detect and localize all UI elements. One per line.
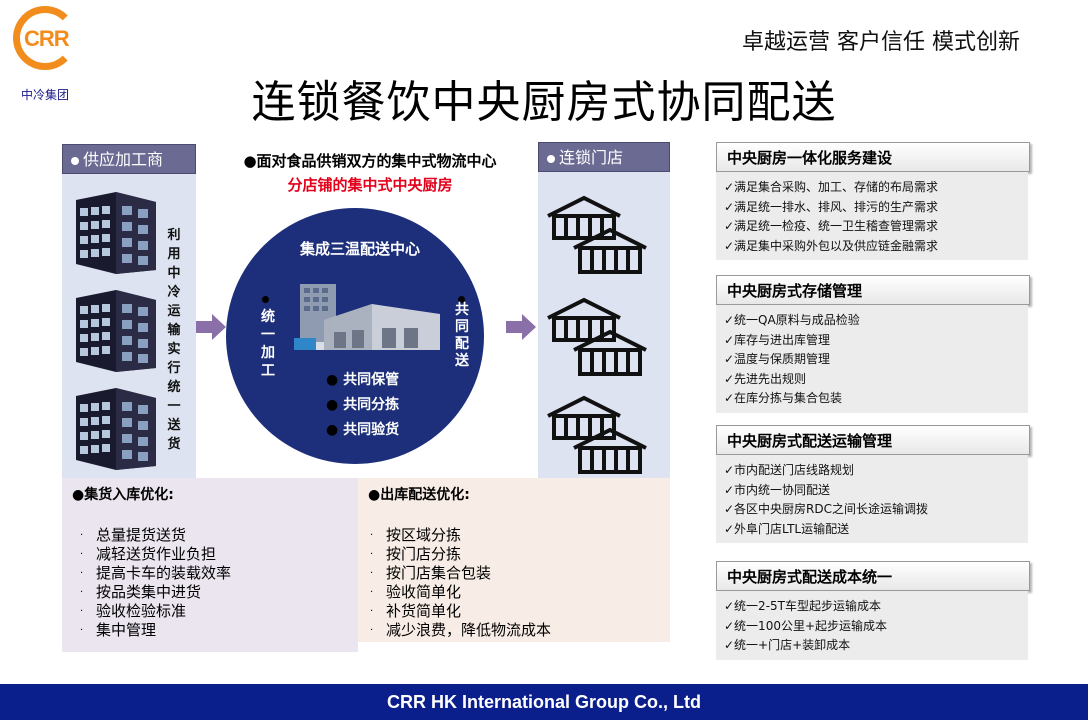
section-body: ✓统一QA原料与成品检验 ✓库存与进出库管理 ✓温度与保质期管理 ✓先进先出规则… — [716, 305, 1028, 413]
logo-letters: CRR — [24, 26, 70, 51]
list-item-label: 按门店分拣 — [386, 545, 462, 563]
page-title: 连锁餐饮中央厨房式协同配送 — [251, 77, 837, 128]
store-icon — [547, 297, 647, 376]
check-item: ✓满足集合采购、加工、存储的布局需求 — [724, 180, 939, 194]
check-item: ✓统一100公里+起步运输成本 — [724, 618, 888, 633]
inbound-title-text: 集货入库优化: — [84, 487, 174, 503]
check-item: ✓统一2-5T车型起步运输成本 — [724, 599, 881, 613]
check-item: ✓市内统一协同配送 — [724, 482, 831, 497]
store-icon — [547, 395, 647, 474]
slogan: 卓越运营 客户信任 模式创新 — [742, 30, 1020, 55]
outbound-optimization-panel: ●出库配送优化: ·按区域分拣 ·按门店分拣 ·按门店集合包装 ·验收简单化 ·… — [358, 478, 670, 642]
footer-company-name: CRR HK International Group Co., Ltd — [0, 684, 1088, 720]
list-item: ·提高卡车的装载效率 — [80, 564, 232, 582]
outbound-title-text: 出库配送优化: — [380, 487, 470, 503]
check-item: ✓库存与进出库管理 — [724, 332, 831, 347]
check-item: ✓先进先出规则 — [724, 371, 807, 386]
bullet-icon — [71, 156, 79, 165]
supplier-vertical-label: 利用中冷运输实行统一送货 — [167, 228, 181, 452]
right-circle-label: 共同配送 — [455, 302, 469, 369]
check-item: ✓市内配送门店线路规划 — [724, 463, 855, 477]
list-item: ·总量提货送货 — [80, 526, 187, 544]
section-title: 中央厨房式配送运输管理 — [716, 425, 1030, 455]
bullet-icon — [547, 154, 555, 163]
list-item-label: 集中管理 — [96, 621, 157, 639]
check-item: ✓外阜门店LTL运输配送 — [724, 521, 850, 536]
list-item-label: 按品类集中进货 — [96, 583, 202, 601]
service-item: ● 共同验货 — [326, 422, 400, 438]
list-item-label: 减轻送货作业负担 — [96, 545, 217, 563]
right-arrow-icon — [196, 314, 226, 340]
circle-title: 集成三温配送中心 — [300, 240, 421, 258]
factory-building-icon — [76, 388, 156, 470]
supplier-header-label: 供应加工商 — [83, 150, 164, 169]
list-item-label: 提高卡车的装载效率 — [96, 564, 232, 582]
list-item: ·验收简单化 — [370, 583, 462, 601]
check-item: ✓在库分拣与集合包装 — [724, 391, 843, 405]
list-item: ·减少浪费，降低物流成本 — [370, 621, 552, 639]
list-item: ·按门店分拣 — [370, 545, 462, 563]
right-arrow-icon — [506, 314, 536, 340]
list-item: ·按区域分拣 — [370, 526, 462, 544]
check-item: ✓满足统一排水、排风、排污的生产需求 — [724, 199, 939, 214]
list-item-label: 补货简单化 — [386, 602, 462, 620]
check-item: ✓统一QA原料与成品检验 — [724, 313, 860, 327]
section-body: ✓统一2-5T车型起步运输成本 ✓统一100公里+起步运输成本 ✓统一+门店+装… — [716, 591, 1028, 660]
list-item: ·集中管理 — [80, 621, 157, 639]
section-title: 中央厨房一体化服务建设 — [716, 142, 1030, 172]
service-item-label: 共同分拣 — [343, 397, 400, 413]
check-item: ✓满足统一检疫、统一卫生稽查管理需求 — [724, 219, 939, 233]
section-integrated-service: 中央厨房一体化服务建设 ✓满足集合采购、加工、存储的布局需求 ✓满足统一排水、排… — [716, 142, 1030, 260]
logo-caption: 中冷集团 — [20, 88, 69, 102]
section-body: ✓满足集合采购、加工、存储的布局需求 ✓满足统一排水、排风、排污的生产需求 ✓满… — [716, 172, 1028, 260]
logo-ring-icon — [13, 6, 77, 70]
store-icon — [547, 195, 647, 274]
service-item: ● 共同保管 — [326, 372, 400, 388]
bullet-icon — [262, 296, 272, 306]
check-item: ✓各区中央厨房RDC之间长途运输调拨 — [724, 502, 929, 516]
store-header-label: 连锁门店 — [559, 148, 624, 167]
section-transport-management: 中央厨房式配送运输管理 ✓市内配送门店线路规划 ✓市内统一协同配送 ✓各区中央厨… — [716, 425, 1030, 543]
check-item: ✓满足集中采购外包以及供应链金融需求 — [724, 238, 939, 253]
inbound-optimization-panel: ●集货入库优化: ·总量提货送货 ·减轻送货作业负担 ·提高卡车的装载效率 ·按… — [62, 478, 358, 652]
center-headline: ●面对食品供销双方的集中式物流中心 — [243, 152, 497, 170]
center-subheadline: 分店铺的集中式中央厨房 — [287, 176, 453, 194]
list-item: ·验收检验标准 — [80, 602, 187, 620]
list-item-label: 验收简单化 — [386, 583, 462, 601]
company-logo: CRR 中冷集团 — [10, 6, 80, 102]
list-item-label: 总量提货送货 — [96, 526, 187, 544]
list-item-label: 验收检验标准 — [96, 602, 187, 620]
service-item-label: 共同验货 — [343, 422, 400, 438]
service-list: ● 共同保管 ● 共同分拣 ● 共同验货 — [326, 368, 406, 443]
list-item: ·补货简单化 — [370, 602, 462, 620]
left-circle-label: 统一加工 — [261, 309, 275, 379]
section-cost-unification: 中央厨房式配送成本统一 ✓统一2-5T车型起步运输成本 ✓统一100公里+起步运… — [716, 561, 1030, 660]
service-item: ● 共同分拣 — [326, 397, 400, 413]
list-item-label: 按门店集合包装 — [386, 564, 492, 582]
factory-building-icon — [76, 192, 156, 274]
supplier-header: 供应加工商 — [62, 144, 196, 174]
section-title: 中央厨房式存储管理 — [716, 275, 1030, 305]
list-item-label: 按区域分拣 — [386, 526, 462, 544]
section-storage-management: 中央厨房式存储管理 ✓统一QA原料与成品检验 ✓库存与进出库管理 ✓温度与保质期… — [716, 275, 1030, 413]
list-item: ·减轻送货作业负担 — [80, 545, 217, 563]
store-header: 连锁门店 — [538, 142, 670, 172]
section-body: ✓市内配送门店线路规划 ✓市内统一协同配送 ✓各区中央厨房RDC之间长途运输调拨… — [716, 455, 1028, 543]
factory-building-icon — [76, 290, 156, 372]
warehouse-icon — [294, 284, 440, 350]
service-item-label: 共同保管 — [343, 372, 400, 388]
section-title: 中央厨房式配送成本统一 — [716, 561, 1030, 591]
outbound-title: ●出库配送优化: — [368, 487, 470, 503]
list-item: ·按门店集合包装 — [370, 564, 492, 582]
check-item: ✓温度与保质期管理 — [724, 352, 831, 366]
list-item: ·按品类集中进货 — [80, 583, 202, 601]
bullet-icon — [458, 296, 468, 306]
list-item-label: 减少浪费，降低物流成本 — [386, 621, 552, 639]
check-item: ✓统一+门店+装卸成本 — [724, 638, 851, 652]
inbound-title: ●集货入库优化: — [72, 487, 174, 503]
